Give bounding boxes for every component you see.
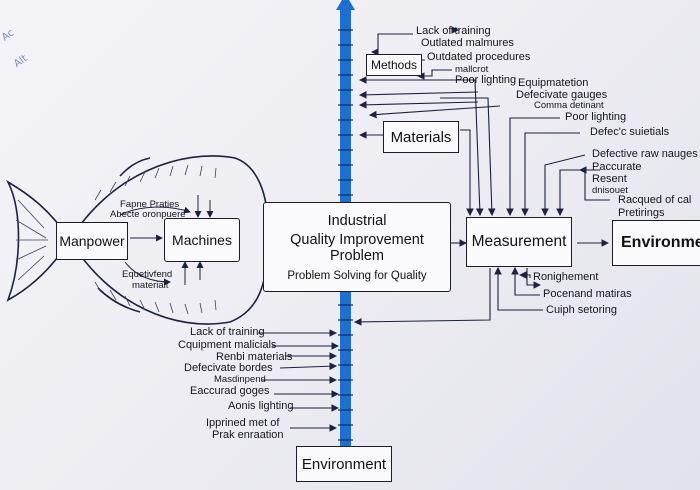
environment-right-label: Environme: [621, 234, 700, 251]
cause-label: Defecivate gauges: [516, 89, 608, 101]
cause-label: Defec'c suietials: [590, 126, 670, 138]
machines-label: Machines: [172, 232, 232, 248]
cause-label: Lack of training: [416, 25, 491, 37]
environment-bottom-box: Environment: [296, 446, 392, 482]
cause-label: Aonis lighting: [228, 400, 294, 412]
cause-label: mallcrot: [455, 64, 489, 75]
cause-label: Lack of training: [190, 326, 265, 338]
cause-label: Cquipment malicials: [178, 339, 277, 351]
cause-label: Defecivate bordes: [184, 362, 273, 374]
methods-label: Methods: [370, 58, 418, 72]
environment-bottom-label: Environment: [301, 455, 387, 473]
fish-bottom-cause: materialt: [132, 280, 169, 291]
fish-top-cause: Fapne Praties: [120, 199, 180, 210]
cause-label: dnisouet: [592, 185, 628, 196]
machines-box: Machines: [164, 218, 240, 262]
cause-label: Ronighement: [533, 271, 599, 283]
cause-label: Outdated procedures: [427, 51, 531, 63]
cause-label: Racqued of cal: [618, 194, 692, 206]
fish-top-cause: Abecte oronpuere: [110, 209, 186, 220]
manpower-box: Manpower: [56, 222, 128, 260]
methods-box: Methods: [366, 54, 422, 76]
spine: [336, 0, 355, 464]
cause-label: Paccurate: [592, 161, 642, 173]
central-title-line2: Quality Improvement Problem: [290, 231, 424, 264]
cause-label: Equipmatetion: [518, 77, 589, 89]
cause-label: Comma detinant: [534, 100, 604, 111]
manpower-label: Manpower: [59, 233, 125, 249]
cause-label: Ipprined met of: [206, 417, 280, 429]
cause-label: Cuiph setoring: [546, 304, 617, 316]
cause-label: Outlated malmures: [421, 37, 514, 49]
cause-label: Pretirings: [618, 207, 665, 219]
cause-label: Pocenand matiras: [543, 288, 632, 300]
cause-label: Eaccurad goges: [190, 385, 270, 397]
environment-right-box: Environme: [612, 220, 700, 266]
measurement-box: Measurement: [466, 217, 572, 267]
central-subtitle: Problem Solving for Quality: [287, 269, 427, 282]
cause-label: Resent: [592, 173, 627, 185]
materials-label: Materials: [390, 128, 452, 146]
central-problem-box: Industrial Quality Improvement Problem P…: [263, 202, 451, 292]
cause-label: Prak enraation: [212, 429, 284, 441]
central-title-line1: Industrial: [327, 212, 387, 229]
cause-label: Masdinpend: [214, 374, 266, 385]
cause-label: Poor lighting: [455, 74, 517, 86]
cause-label: Renbi materials: [216, 351, 293, 363]
cause-label: Poor lighting: [565, 111, 627, 123]
fish-bottom-cause: Equetivfend: [122, 269, 173, 280]
materials-box: Materials: [383, 121, 459, 153]
measurement-label: Measurement: [471, 233, 567, 250]
cause-label: Defective raw nauges: [592, 148, 698, 160]
